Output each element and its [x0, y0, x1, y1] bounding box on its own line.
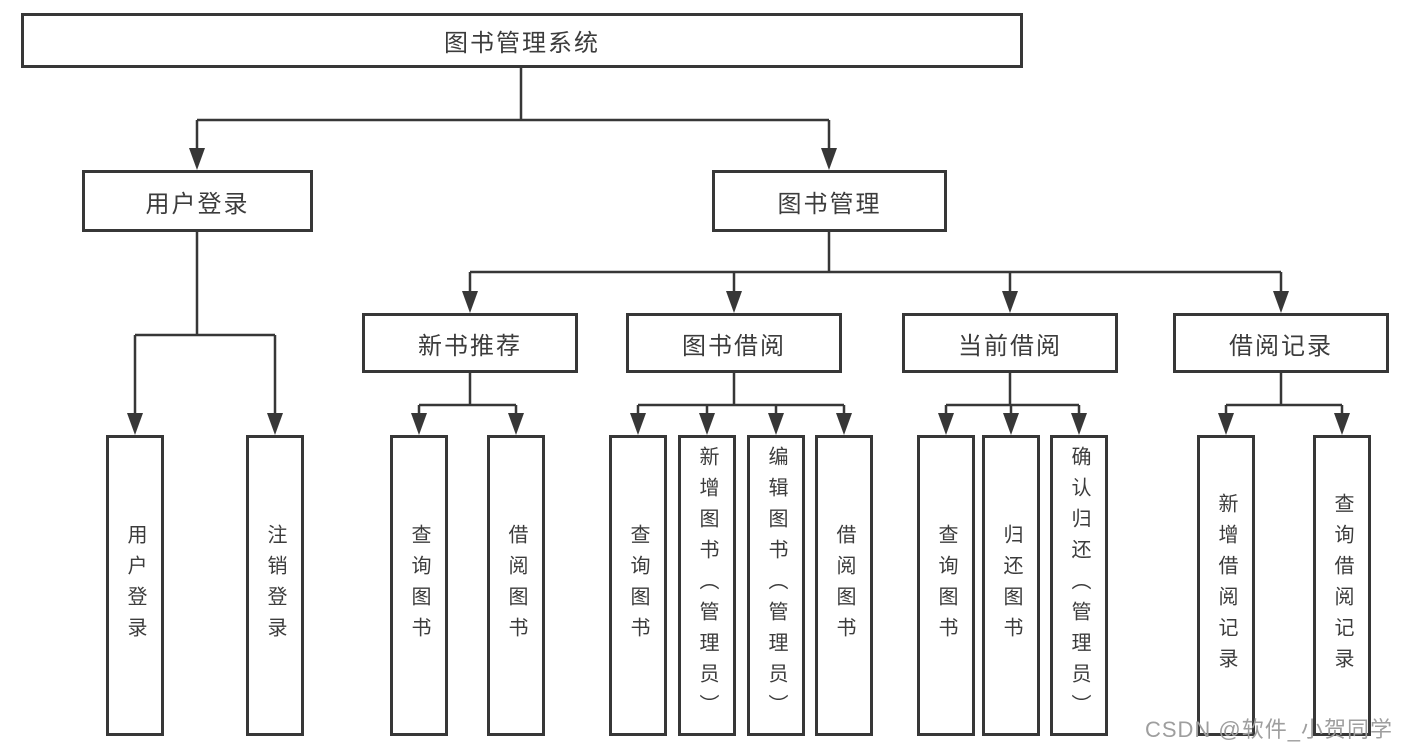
node-leaf-confirm-return-admin: 确认归还（管理员） [1050, 435, 1108, 736]
leaf-label: 编辑图书（管理员） [765, 446, 787, 725]
leaf-label: 归还图书 [1000, 523, 1022, 648]
node-leaf-borrow-book-2: 借阅图书 [815, 435, 873, 736]
node-current-borrow: 当前借阅 [902, 313, 1118, 373]
csdn-watermark: CSDN @软件_小贺同学 [1144, 717, 1393, 742]
leaf-label: 新增图书（管理员） [696, 446, 718, 725]
node-leaf-return-book: 归还图书 [982, 435, 1040, 736]
leaf-label: 借阅图书 [833, 523, 855, 648]
node-leaf-edit-book-admin: 编辑图书（管理员） [747, 435, 805, 736]
leaf-label: 借阅图书 [505, 523, 527, 648]
leaf-label: 查询图书 [627, 523, 649, 648]
node-leaf-borrow-book-1: 借阅图书 [487, 435, 545, 736]
leaf-label: 注销登录 [264, 523, 286, 648]
node-leaf-query-book-1: 查询图书 [390, 435, 448, 736]
node-leaf-add-borrow-record: 新增借阅记录 [1197, 435, 1255, 736]
leaf-label: 查询图书 [408, 523, 430, 648]
node-leaf-add-book-admin: 新增图书（管理员） [678, 435, 736, 736]
leaf-label: 查询图书 [935, 523, 957, 648]
node-book-borrow: 图书借阅 [626, 313, 842, 373]
node-borrow-record: 借阅记录 [1173, 313, 1389, 373]
node-user-login: 用户登录 [82, 170, 313, 232]
leaf-label: 查询借阅记录 [1331, 492, 1353, 679]
leaf-label: 用户登录 [124, 523, 146, 648]
node-leaf-user-login: 用户登录 [106, 435, 164, 736]
leaf-label: 新增借阅记录 [1215, 492, 1237, 679]
node-leaf-query-borrow-record: 查询借阅记录 [1313, 435, 1371, 736]
leaf-label: 确认归还（管理员） [1068, 446, 1090, 725]
node-book-mgmt: 图书管理 [712, 170, 947, 232]
node-new-book: 新书推荐 [362, 313, 578, 373]
node-leaf-logout: 注销登录 [246, 435, 304, 736]
node-root: 图书管理系统 [21, 13, 1023, 68]
node-leaf-query-book-2: 查询图书 [609, 435, 667, 736]
node-leaf-query-book-3: 查询图书 [917, 435, 975, 736]
